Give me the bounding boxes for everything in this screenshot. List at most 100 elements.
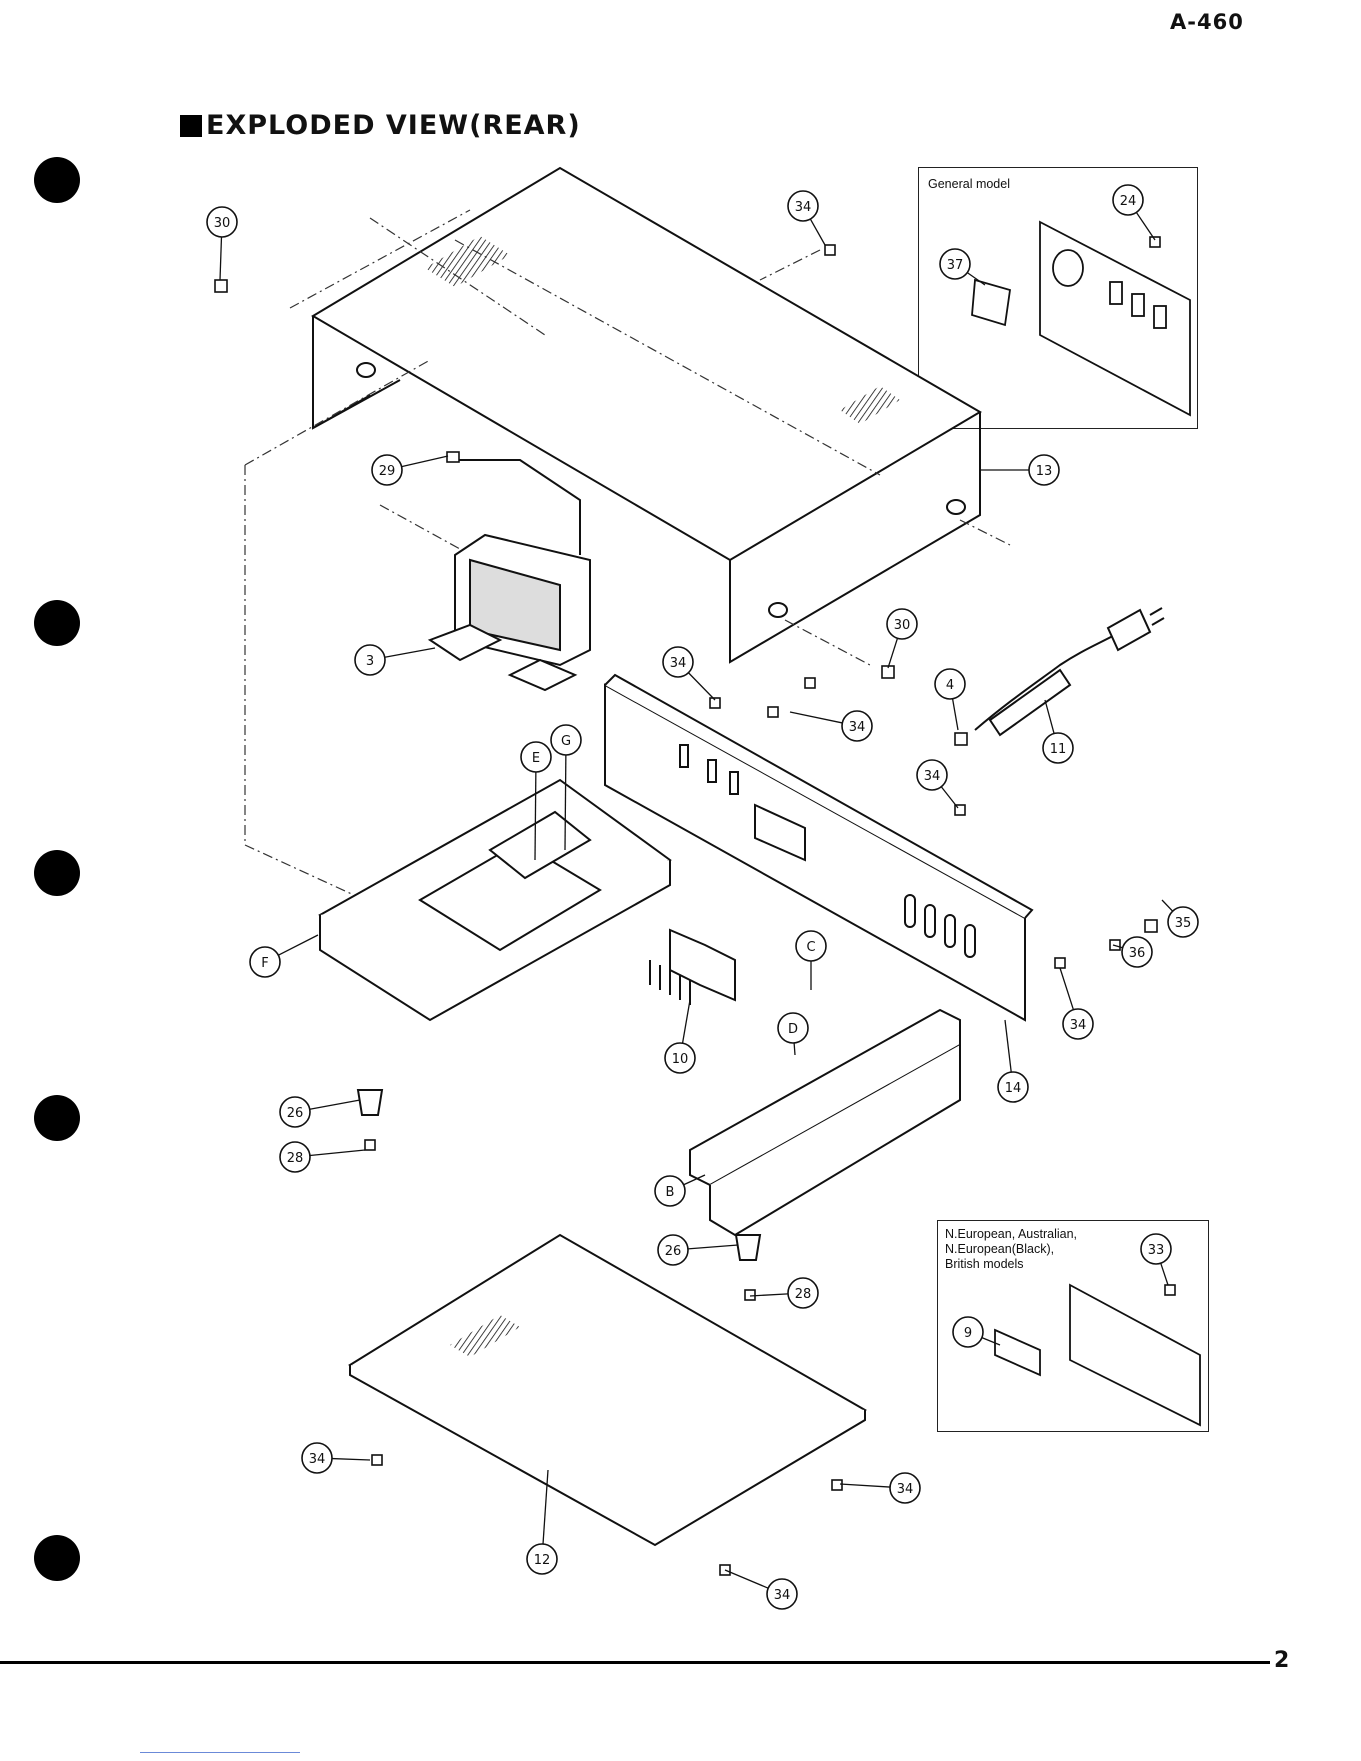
callout-c28b: 28 [750, 1278, 818, 1308]
page-bottom-rule [0, 1661, 1270, 1664]
callout-leader-line [794, 1043, 795, 1055]
callout-c34e: 34 [1060, 968, 1093, 1039]
callout-label: F [261, 956, 268, 971]
callout-label: 34 [670, 656, 687, 671]
callout-c34b: 34 [663, 647, 715, 700]
callout-label: 9 [964, 1326, 972, 1341]
callout-c34g: 34 [840, 1473, 920, 1503]
callout-label: 13 [1036, 464, 1053, 479]
callout-c37: 37 [940, 249, 985, 285]
callout-label: 35 [1175, 916, 1192, 931]
callout-label: 26 [665, 1244, 682, 1259]
callout-leader-line [332, 1459, 370, 1460]
callout-c4: 4 [935, 669, 965, 730]
callout-c24: 24 [1113, 185, 1155, 240]
callout-c34h: 34 [725, 1570, 797, 1609]
callout-leader-line [1005, 1020, 1011, 1072]
callout-leader-line [888, 638, 897, 668]
callout-label: 34 [309, 1452, 326, 1467]
callout-leader-line [790, 712, 842, 723]
callout-leader-line [402, 456, 448, 467]
callout-cC: C [796, 931, 826, 990]
callout-label: 34 [774, 1588, 791, 1603]
inset-european-drawing [995, 1285, 1200, 1425]
callout-label: 10 [672, 1052, 689, 1067]
callout-c30a: 30 [207, 207, 237, 280]
callout-label: E [532, 751, 540, 766]
callout-label: 34 [1070, 1018, 1087, 1033]
callout-leader-line [385, 648, 435, 657]
din-socket [650, 930, 735, 1005]
callout-leader-line [683, 1000, 690, 1043]
callout-label: 36 [1129, 946, 1146, 961]
callout-label: 14 [1005, 1081, 1022, 1096]
callout-c9: 9 [953, 1317, 1000, 1347]
callout-c30b: 30 [887, 609, 917, 668]
callout-c3: 3 [355, 645, 435, 675]
callout-c34c: 34 [790, 711, 872, 741]
top-cover [313, 168, 980, 662]
main-chassis [320, 780, 670, 1020]
callout-leader-line [810, 219, 825, 245]
callout-label: 3 [366, 654, 374, 669]
callout-label: 28 [287, 1151, 304, 1166]
callout-label: 11 [1050, 742, 1067, 757]
callout-leader-line [1136, 212, 1155, 240]
inset-general-drawing [972, 222, 1190, 415]
callout-c34f: 34 [302, 1443, 370, 1473]
callout-label: 34 [897, 1482, 914, 1497]
callout-label: 33 [1148, 1243, 1165, 1258]
callout-label: 26 [287, 1106, 304, 1121]
callout-label: 34 [924, 769, 941, 784]
callout-c26a: 26 [280, 1097, 360, 1127]
callout-label: 37 [947, 258, 964, 273]
callout-c14: 14 [998, 1020, 1028, 1102]
callout-leader-line [1060, 968, 1073, 1010]
callout-leader-line [535, 772, 536, 860]
callout-leader-line [688, 1245, 738, 1249]
callout-c35: 35 [1162, 900, 1198, 937]
callout-label: 30 [894, 618, 911, 633]
callout-label: 34 [795, 200, 812, 215]
callout-label: 34 [849, 720, 866, 735]
page-number: 2 [1274, 1648, 1289, 1673]
scan-artifact-line [140, 1752, 300, 1753]
callout-leader-line [278, 935, 318, 955]
callout-leader-line [565, 755, 566, 850]
callout-label: 28 [795, 1287, 812, 1302]
callout-cD: D [778, 1013, 808, 1055]
bottom-plate [350, 1235, 865, 1545]
callout-leader-line [310, 1100, 360, 1109]
callout-leader-line [1045, 700, 1054, 734]
callout-c10: 10 [665, 1000, 695, 1073]
callout-c29: 29 [372, 455, 448, 485]
power-cord [975, 608, 1164, 735]
callout-c34a: 34 [788, 191, 825, 245]
callout-leader-line [310, 1150, 365, 1156]
callout-leader-line [1162, 900, 1173, 911]
callout-c34d: 34 [917, 760, 958, 808]
callout-cF: F [250, 935, 318, 977]
callout-c28a: 28 [280, 1142, 365, 1172]
callout-label: G [561, 734, 571, 749]
callout-leader-line [1161, 1263, 1168, 1285]
callout-label: D [788, 1022, 798, 1037]
callout-label: B [666, 1185, 675, 1200]
callout-leader-line [688, 673, 715, 700]
callout-leader-line [941, 787, 958, 808]
callout-leader-line [220, 237, 221, 280]
side-bracket [690, 1010, 960, 1235]
callout-label: 12 [534, 1553, 551, 1568]
callout-label: 24 [1120, 194, 1137, 209]
callout-c33: 33 [1141, 1234, 1171, 1285]
callout-label: 4 [946, 678, 954, 693]
callout-leader-line [953, 699, 958, 730]
callout-label: C [806, 940, 815, 955]
callout-c26b: 26 [658, 1235, 738, 1265]
callout-label: 29 [379, 464, 396, 479]
transformer [430, 460, 590, 690]
callout-leader-line [725, 1570, 768, 1588]
callout-label: 30 [214, 216, 231, 231]
callout-c11: 11 [1043, 700, 1073, 763]
callout-c13: 13 [980, 455, 1059, 485]
